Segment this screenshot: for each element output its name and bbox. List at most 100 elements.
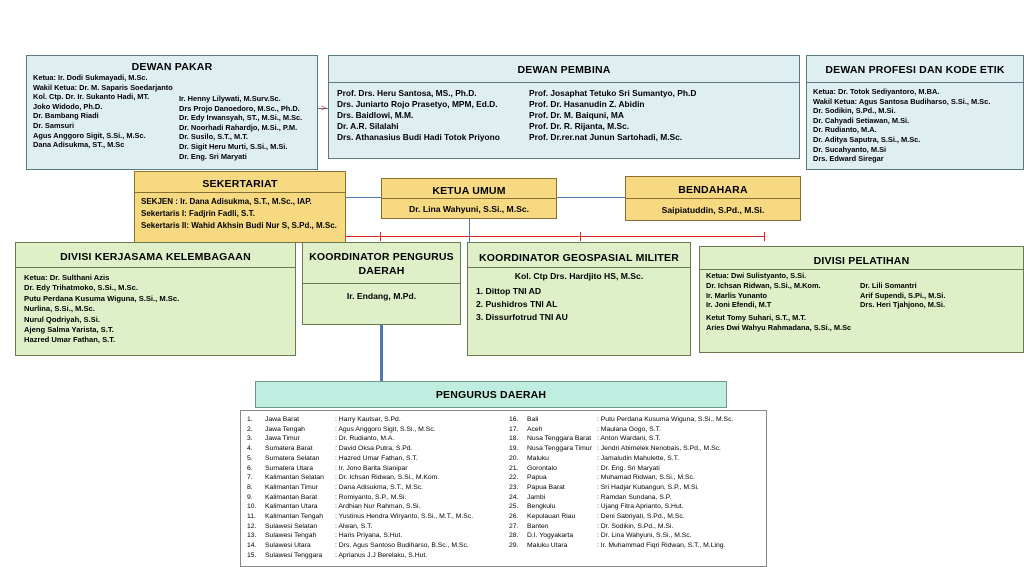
region-number: 21. (509, 464, 519, 472)
region-name: Aceh (527, 425, 543, 433)
koordinator-daerah-box: KOORDINATOR PENGURUS DAERAH Ir. Endang, … (302, 242, 461, 325)
ketua-umum-box: KETUA UMUM Dr. Lina Wahyuni, S.Si., M.Sc… (381, 178, 557, 219)
connector-ketua-bendahara (556, 197, 625, 198)
member-item: Agus Anggoro Sigit, S.Si., M.Sc. (33, 130, 146, 140)
member-item: Wakil Ketua: Agus Santosa Budiharso, S.S… (813, 96, 991, 106)
member-item: Ketua: Dr. Totok Sediyantoro, M.BA. (813, 87, 940, 96)
member-item: Dr. Edy Trihatmoko, S.Si., M.Sc. (24, 283, 138, 293)
region-number: 29. (509, 542, 519, 550)
list-item: 4.Sumatera Barat: David Oksa Putra, S.Pd… (247, 444, 473, 454)
region-number: 28. (509, 532, 519, 540)
member-item: Drs Projo Danoedoro, M.Sc., Ph.D. (179, 103, 300, 113)
bendahara-box: BENDAHARA Saipiatuddin, S.Pd., M.Si. (625, 176, 801, 221)
region-number: 2. (247, 425, 253, 433)
member-item: Ketut Tomy Suhari, S.T., M.T. (706, 313, 807, 322)
divisi-pelatihan-title: DIVISI PELATIHAN (813, 255, 910, 267)
member-item: Dr. Sucahyanto, M.Si (813, 144, 887, 154)
member-item: Ir. Joni Efendi, M.T (706, 300, 772, 310)
member-item: Prof. Dr.rer.nat Junun Sartohadi, M.Sc. (529, 132, 683, 142)
member-item: SEKJEN : Ir. Dana Adisukma, S.T., M.Sc.,… (141, 197, 312, 206)
member-item: Aries Dwi Wahyu Rahmadana, S.Si., M.Sc (706, 322, 852, 332)
region-name: Papua Barat (527, 483, 565, 491)
region-number: 8. (247, 483, 253, 491)
unit-item: 1. Dittop TNI AD (476, 286, 542, 296)
region-chair: : Ujang Fitra Aprianto, S.Hut. (597, 503, 684, 511)
list-item: 20.Maluku: Jamaludin Mahulette, S.T. (509, 454, 733, 464)
dewan-pembina-list-2: Prof. Josaphat Tetuko Sri Sumantyo, Ph.D… (529, 88, 696, 143)
member-item: Dr. Susilo, S.T., M.T. (179, 132, 248, 142)
member-item: Ir. Henny Lilywati, M.Surv.Sc. (179, 94, 281, 103)
region-number: 26. (509, 513, 519, 521)
member-item: Ketua: Ir. Dodi Sukmayadi, M.Sc. (33, 73, 148, 82)
region-chair: : Dr. Ichsan Ridwan, S.Si., M.Kom. (335, 474, 440, 482)
region-chair: : Dr. Eng. Sri Maryati (597, 464, 660, 472)
member-item: Dr. Sigit Heru Murti, S.Si., M.Si. (179, 141, 288, 151)
region-chair: : Dr. Rudianto, M.A. (335, 435, 395, 443)
region-chair: : Anton Wardani, S.T. (597, 435, 661, 443)
region-name: Sumatera Barat (265, 445, 313, 453)
region-number: 23. (509, 483, 519, 491)
region-chair: : Agus Anggoro Sigit, S.Si., M.Sc. (335, 425, 436, 433)
divisi-pelatihan-ketua-text: Ketua: Dwi Sulistyanto, S.Si. (706, 271, 807, 280)
sekertariat-list: SEKJEN : Ir. Dana Adisukma, S.T., M.Sc.,… (141, 196, 337, 232)
member-item: Hazred Umar Fathan, S.T. (24, 335, 116, 345)
member-item: Prof. Drs. Heru Santosa, MS., Ph.D. (337, 88, 477, 98)
region-chair: : Dana Adisukma, S.T., M.Sc. (335, 483, 424, 491)
region-number: 24. (509, 493, 519, 501)
region-number: 12. (247, 522, 257, 530)
dewan-pakar-list-2: Ir. Henny Lilywati, M.Surv.Sc.Drs Projo … (179, 94, 302, 161)
sekertariat-divider (135, 192, 345, 193)
region-chair: : Dr. Sodikin, S.Pd., M.Si. (597, 522, 674, 530)
member-item: Drs. Edward Siregar (813, 154, 884, 164)
member-item: Putu Perdana Kusuma Wiguna, S.Si., M.Sc. (24, 293, 180, 303)
list-item: 24.Jambi: Ramdan Sundana, S.P. (509, 493, 733, 503)
region-number: 22. (509, 474, 519, 482)
list-item: 17. Aceh : Maulana Gogo, S.T. (509, 425, 733, 435)
divisi-pelatihan-ketua: Ketua: Dwi Sulistyanto, S.Si. (706, 271, 806, 281)
member-item: Dr. A.R. Silalahi (337, 121, 399, 131)
list-item: 10.Kalimantan Utara: Ardhian Nur Rahman,… (247, 502, 473, 512)
bendahara-name: Saipiatuddin, S.Pd., M.Si. (661, 205, 765, 215)
list-item: 16.Bali: Putu Perdana Kusuma Wiguna, S.S… (509, 415, 733, 425)
region-name: Sulawesi Utara (265, 542, 311, 550)
list-item: 27.Banten: Dr. Sodikin, S.Pd., M.Si. (509, 522, 733, 532)
region-name: Maluku (527, 454, 549, 462)
region-number: 5. (247, 454, 253, 462)
region-number: 17. (509, 425, 519, 433)
region-name: Kepulauan Riau (527, 513, 576, 521)
region-number: 4. (247, 445, 253, 453)
region-chair: : Haris Priyana, S.Hut. (335, 532, 403, 540)
region-number: 11. (247, 513, 256, 521)
koordinator-militer-box: KOORDINATOR GEOSPASIAL MILITER Kol. Ctp … (467, 242, 691, 356)
sekertariat-title: SEKERTARIAT (202, 178, 278, 190)
member-item: Wakil Ketua: Dr. M. Saparis Soedarjanto (33, 82, 173, 92)
divisi-tick-3 (580, 232, 581, 241)
ketua-umum-title: KETUA UMUM (432, 185, 506, 197)
region-number: 10. (247, 503, 257, 511)
region-chair: : Alwan, S.T. (335, 522, 373, 530)
region-chair: : Maulana Gogo, S.T. (597, 425, 661, 433)
divisi-pelatihan-list-3: Ketut Tomy Suhari, S.T., M.T.Aries Dwi W… (706, 313, 851, 332)
member-item: Sekertaris I: Fadjrin Fadli, S.T. (141, 209, 255, 218)
member-item: Dr. Edy Irwansyah, ST., M.Si., M.Sc. (179, 113, 303, 123)
region-chair: : Muhamad Ridwan, S.Si., M.Sc. (597, 474, 695, 482)
region-number: 9. (247, 493, 253, 501)
member-item: Ajeng Salma Yarista, S.T. (24, 325, 114, 335)
member-item: Ketua: Dr. Sulthani Azis (24, 273, 110, 282)
region-number: 13. (247, 532, 257, 540)
member-item: Dr. Rudianto, M.A. (813, 125, 877, 135)
divisi-tick-4 (764, 232, 765, 241)
koordinator-daerah-title: KOORDINATOR PENGURUS DAERAH (309, 251, 454, 277)
connector-pakar-pembina (318, 108, 328, 109)
member-item: Dr. Cahyadi Setiawan, M.Si. (813, 115, 910, 125)
member-item: Drs. Juniarto Rojo Prasetyo, MPM, Ed.D. (337, 99, 498, 109)
member-item: Drs. Heri Tjahjono, M.Si. (860, 300, 946, 310)
dewan-profesi-list: Ketua: Dr. Totok Sediyantoro, M.BA.Wakil… (813, 87, 990, 164)
region-chair: : Drs. Agus Santoso Budiharso, B.Sc., M.… (335, 542, 469, 550)
member-item: Dr. Aditya Saputra, S.Si., M.Sc. (813, 134, 921, 144)
region-name: D.I. Yogyakarta (527, 532, 574, 540)
divisi-kerjasama-divider (16, 267, 295, 268)
connector-ketua-divisi (469, 218, 470, 243)
